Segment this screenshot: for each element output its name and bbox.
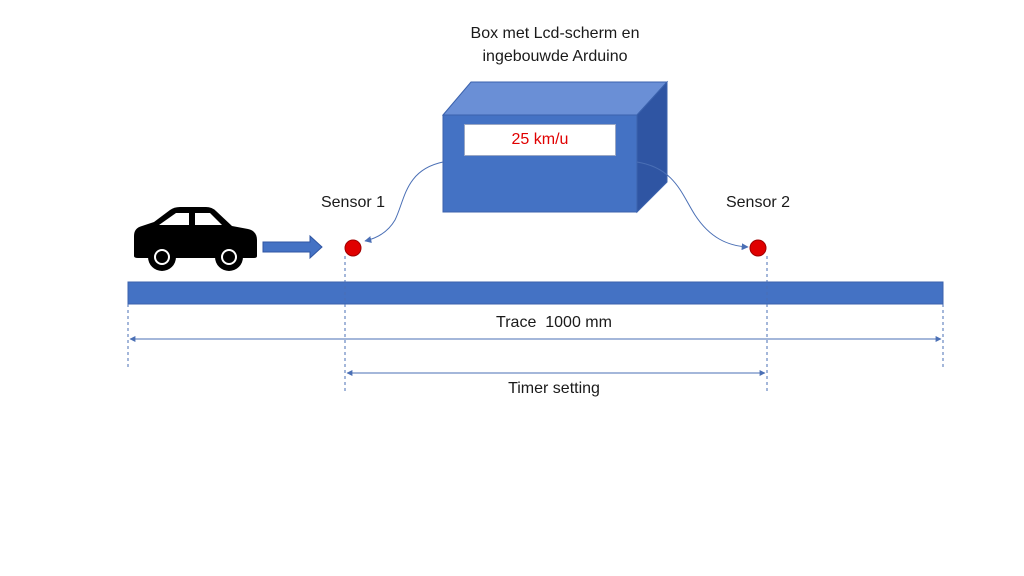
box-top-face (441, 81, 669, 116)
right-arrow-icon (262, 234, 323, 260)
box-title: Box met Lcd-scherm en ingebouwde Arduino (420, 22, 690, 68)
box-title-line-1: Box met Lcd-scherm en (470, 25, 640, 42)
cable-to-sensor-1 (364, 161, 444, 243)
sensor-2-label: Sensor 2 (725, 194, 791, 211)
lcd-display: 25 km/u (464, 124, 616, 156)
sensor-1-dot (344, 239, 362, 257)
car-icon (134, 207, 257, 271)
sensor-1-label: Sensor 1 (320, 194, 386, 211)
trace-label: Trace 1000 mm (496, 314, 612, 331)
lcd-speed-text: 25 km/u (511, 131, 569, 148)
box-title-line-2: ingebouwde Arduino (482, 48, 628, 65)
sensor-2-dot (749, 239, 767, 257)
cable-to-sensor-2 (636, 161, 749, 251)
timer-label: Timer setting (508, 380, 600, 397)
track-bar (127, 281, 944, 305)
